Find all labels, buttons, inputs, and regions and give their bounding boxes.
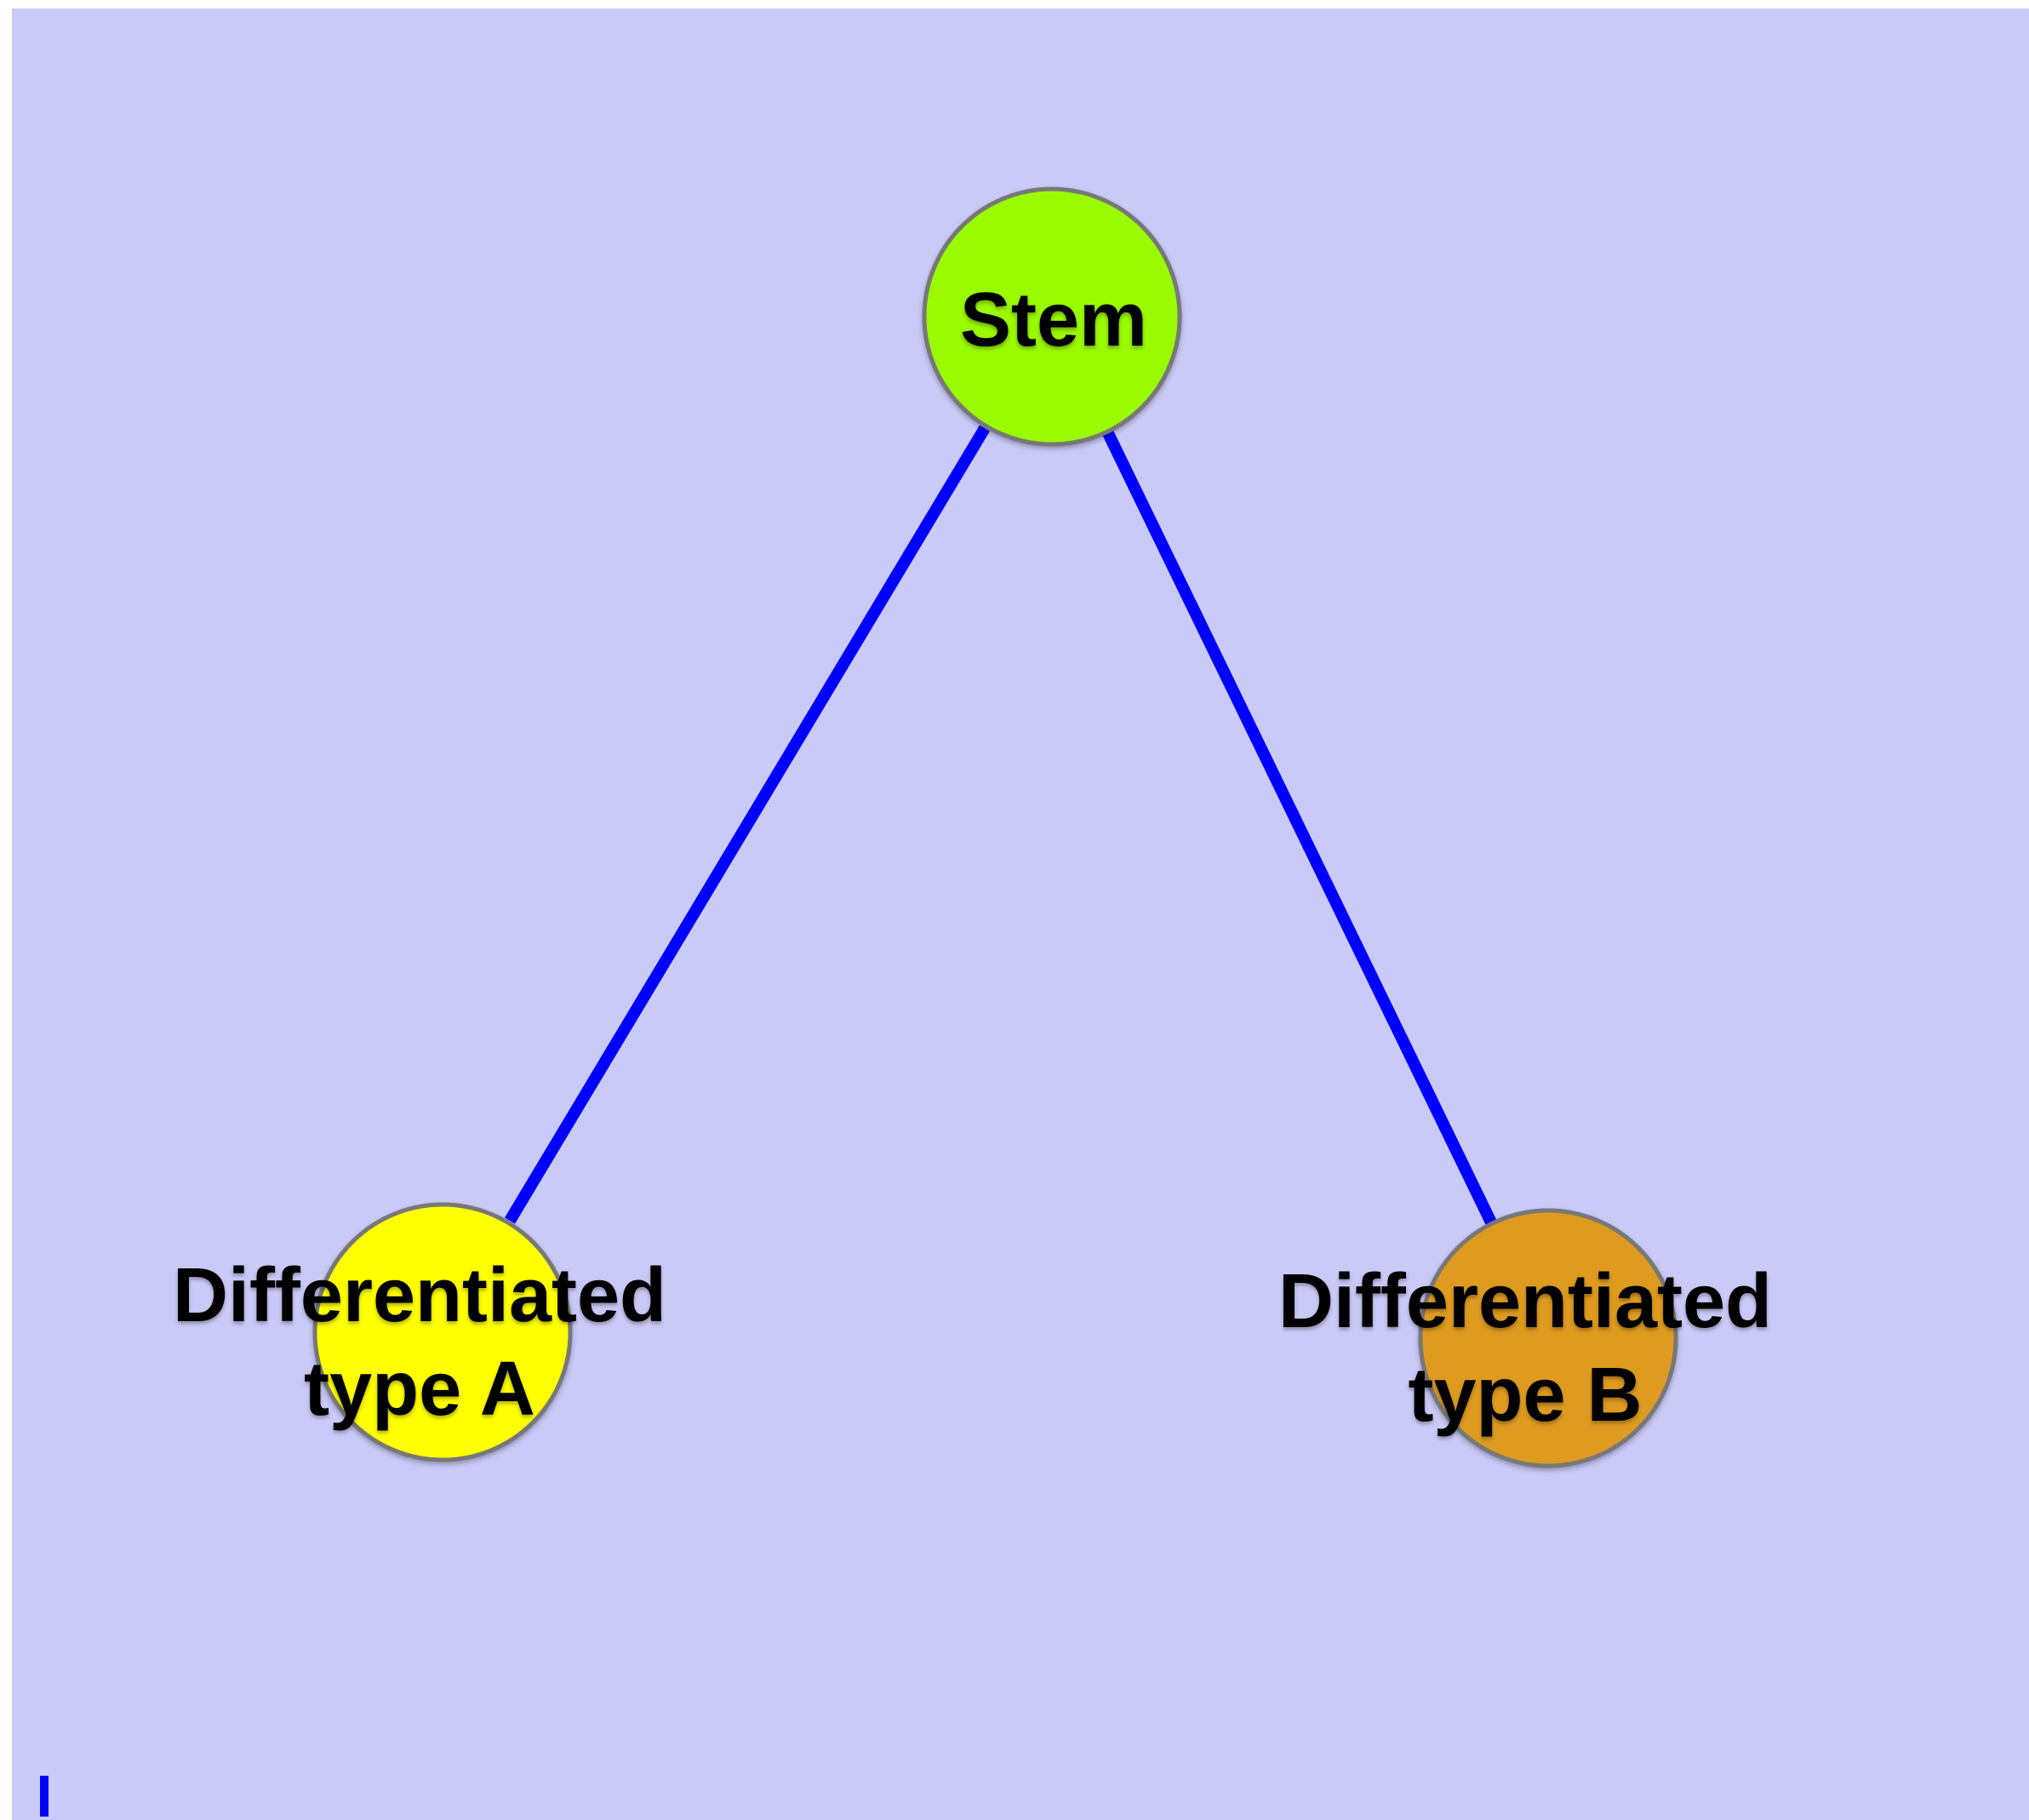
type-a-node-label-line-2: type A — [304, 1347, 535, 1432]
stem-node-label: Stem — [960, 278, 1147, 363]
stem-node — [922, 186, 1182, 447]
type-a-node-label-line-1: Differentiated — [173, 1253, 666, 1338]
type-b-node — [1418, 1208, 1678, 1468]
edge-stem-to-type-b — [1102, 430, 1497, 1226]
type-b-node-label-line-2: type B — [1408, 1353, 1642, 1438]
type-a-node — [312, 1202, 573, 1462]
type-b-node-label-line-1: Differentiated — [1278, 1259, 1772, 1344]
edge-stem-to-type-a — [504, 425, 991, 1224]
